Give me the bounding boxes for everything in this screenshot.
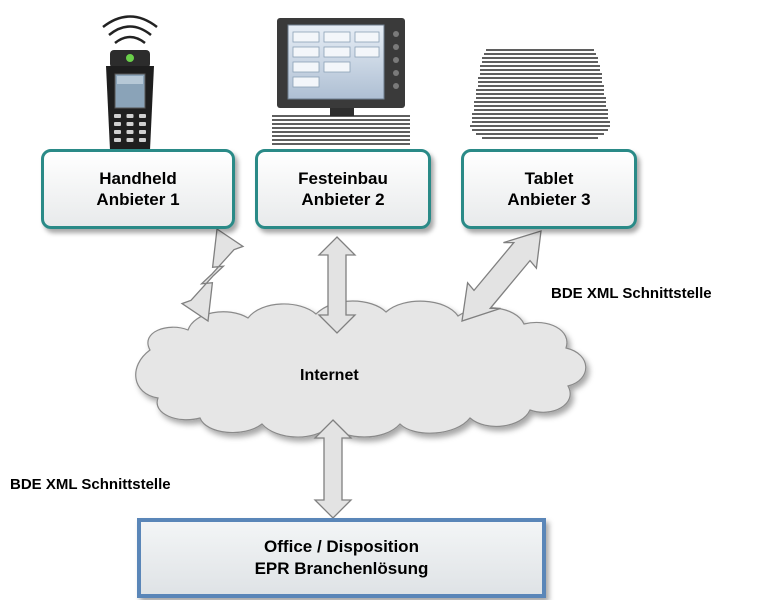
device-vendor: Anbieter 3 <box>507 190 591 209</box>
device-name: Tablet <box>524 169 574 188</box>
device-name: Festeinbau <box>298 169 388 188</box>
tablet-icon <box>470 49 610 139</box>
office-box: Office / Disposition EPR Branchenlösung <box>137 518 546 598</box>
office-subtitle: EPR Branchenlösung <box>254 559 429 578</box>
interface-label-right: BDE XML Schnittstelle <box>551 285 712 302</box>
monitor-terminal-icon <box>272 18 410 145</box>
interface-label-left: BDE XML Schnittstelle <box>10 476 171 493</box>
internet-label: Internet <box>300 367 359 384</box>
arrow-festeinbau-internet <box>317 236 357 334</box>
device-vendor: Anbieter 2 <box>301 190 385 209</box>
office-title: Office / Disposition <box>264 537 419 556</box>
handheld-scanner-icon <box>102 15 158 153</box>
device-box-handheld: Handheld Anbieter 1 <box>41 149 235 229</box>
device-box-festeinbau: Festeinbau Anbieter 2 <box>255 149 431 229</box>
arrow-handheld-internet <box>180 227 245 323</box>
device-vendor: Anbieter 1 <box>96 190 180 209</box>
arrow-tablet-internet <box>461 230 542 322</box>
device-name: Handheld <box>99 169 177 188</box>
internet-cloud <box>135 300 587 438</box>
arrow-internet-office <box>313 419 353 519</box>
device-box-tablet: Tablet Anbieter 3 <box>461 149 637 229</box>
